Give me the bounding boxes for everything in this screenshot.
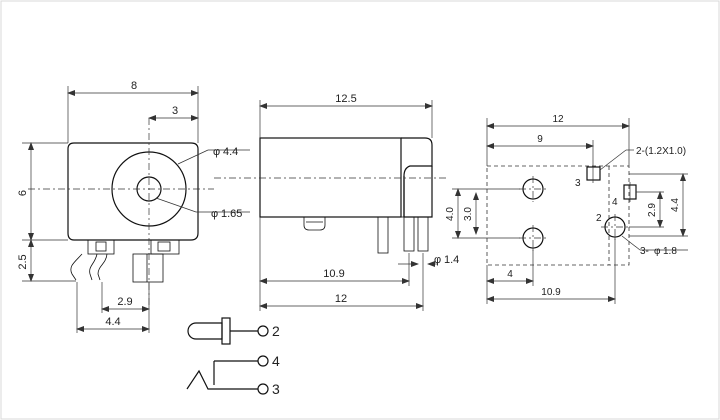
pad-label-3: 3	[575, 178, 581, 189]
front-lead-3	[97, 253, 108, 281]
front-lead-1	[70, 253, 83, 281]
side-body	[259, 137, 402, 218]
dim-pin-dia: 1.4	[444, 254, 459, 266]
leader-line	[155, 197, 197, 213]
dim-pcb-y-side-total: 4.4	[670, 198, 681, 212]
pcb-slot-top	[586, 166, 601, 181]
diameter-symbol: φ	[213, 146, 220, 158]
dim-front-width: 8	[131, 80, 137, 92]
dim-pcb-y-spacing: 3.0	[463, 207, 474, 221]
diameter-symbol: φ	[434, 254, 441, 266]
dim-pin-spacing: 2.9	[117, 296, 132, 308]
spring-contact	[186, 369, 258, 390]
front-body	[67, 142, 199, 241]
dim-pcb-x-total: 10.9	[541, 287, 561, 298]
plug-tip	[187, 322, 223, 340]
pin-3-label: 3	[272, 381, 280, 397]
dim-pcb-x-small: 4	[507, 269, 513, 280]
pin-4-label: 4	[272, 353, 280, 369]
plug-sleeve	[221, 317, 231, 345]
side-pin-2	[403, 216, 415, 252]
leader-line	[621, 235, 641, 251]
hole-callout-dia: 1.8	[663, 246, 677, 257]
pin-3-terminal	[257, 383, 269, 395]
pad-label-4: 4	[612, 197, 618, 208]
dim-hole-outer: 4.4	[223, 146, 238, 158]
front-lead-4	[132, 253, 164, 283]
side-rear-bend	[403, 166, 433, 218]
dim-hole-offset: 3	[172, 105, 178, 117]
dim-front-height: 6	[17, 190, 29, 196]
pcb-outline	[486, 165, 630, 266]
front-pin-square-right	[157, 241, 171, 252]
pin-2-label: 2	[272, 323, 280, 339]
dim-hole-inner: 1.65	[221, 208, 242, 220]
side-rear-bracket	[401, 137, 433, 217]
dim-side-length: 12.5	[335, 93, 356, 105]
schematic: 2 4 3	[186, 317, 280, 397]
pad-label-2: 2	[596, 213, 602, 224]
dim-pcb-y-side: 2.9	[647, 203, 658, 217]
dim-pcb-y-total: 4.0	[445, 207, 456, 221]
diameter-symbol: φ	[654, 246, 661, 257]
slot-callout: 2-(1.2X1.0)	[636, 146, 686, 157]
dim-side-total: 12	[335, 293, 347, 305]
front-pin-tab-right	[150, 239, 180, 255]
side-pin-3	[417, 216, 429, 252]
pcb-layout: 3 4 2 12 9 2-(1.2X1.0) 4.0 3.0 2.9 4.4	[445, 114, 688, 304]
front-pin-tab-left	[87, 239, 115, 255]
pin-4-terminal	[257, 355, 269, 367]
front-lead-2	[89, 253, 98, 281]
dim-pin-length: 2.5	[17, 254, 29, 269]
diameter-symbol: φ	[211, 208, 218, 220]
hole-callout-count: 3-	[640, 246, 649, 257]
side-nub	[303, 217, 326, 231]
dim-pcb-x1: 9	[537, 134, 543, 145]
dim-pcb-width: 12	[552, 114, 564, 125]
dim-pin-span: 4.4	[105, 316, 120, 328]
front-view: 8 3 6 2.5 2.9 4.4 φ 4.4 φ 1.65	[17, 80, 250, 333]
leader-line	[599, 149, 627, 171]
side-view: 12.5 10.9 12 φ 1.4	[214, 93, 459, 311]
leader-line	[177, 149, 209, 165]
pin-2-terminal	[257, 325, 269, 337]
dim-side-body: 10.9	[323, 268, 344, 280]
front-pin-square-left	[95, 241, 107, 252]
side-pin-1	[377, 216, 389, 254]
